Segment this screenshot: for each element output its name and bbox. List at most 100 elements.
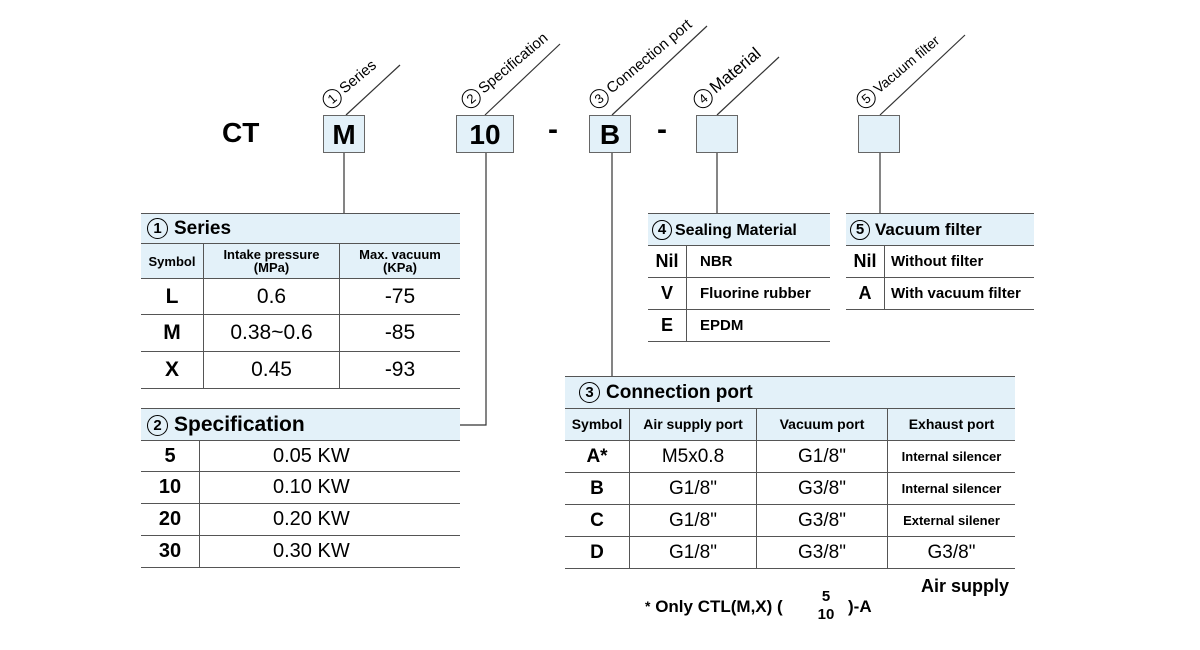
filter-row-symbol: A [846,277,885,310]
series-table-number: 1 [147,217,168,239]
spec-row-value: 0.05 KW [199,440,460,472]
series-row-vacuum: -85 [339,314,460,352]
series-col-vacuum: Max. vacuum (KPa) [339,243,460,279]
port-row-exhaust: Internal silencer [887,440,1015,473]
port-row-vacuum: G3/8" [756,472,888,505]
material-code-box [696,115,738,153]
spec-row: 5 0.05 KW [141,440,460,472]
label-port: 3Connection port [585,15,696,112]
port-table-number: 3 [579,381,600,403]
spec-row: 20 0.20 KW [141,503,460,536]
spec-table-number: 2 [147,414,168,436]
port-col-air: Air supply port [629,408,757,441]
spec-table-title-text: Specification [174,412,305,436]
spec-table-title: 2 Specification [141,408,460,441]
material-row-value: Fluorine rubber [686,277,830,310]
footnote-fraction-top: 5 [821,588,831,605]
port-row: A* M5x0.8 G1/8" Internal silencer [565,440,1015,473]
footnote-fraction-bottom: 10 [817,606,835,623]
series-row-symbol: X [141,351,204,389]
port-row-symbol: B [565,472,630,505]
material-table-number: 4 [652,219,672,240]
port-row-exhaust: External silener [887,504,1015,537]
material-row: Nil NBR [648,245,830,278]
label-series: 1Series [318,56,381,112]
port-row-exhaust: G3/8" [887,536,1015,569]
material-table-title-text: Sealing Material [675,221,797,239]
filter-row-symbol: Nil [846,245,885,278]
spec-row-symbol: 10 [141,471,200,504]
spec-row: 10 0.10 KW [141,471,460,504]
port-row-air: G1/8" [629,536,757,569]
port-row-air: M5x0.8 [629,440,757,473]
spec-table: 2 Specification 5 0.05 KW 10 0.10 KW 20 0… [141,408,460,568]
series-row-vacuum: -75 [339,278,460,315]
port-row-exhaust: Internal silencer [887,472,1015,505]
series-col-pressure: Intake pressure (MPa) [203,243,340,279]
label-filter-text: Vacuum filter [870,32,943,97]
spec-row-value: 0.30 KW [199,535,460,568]
port-row-symbol: A* [565,440,630,473]
port-table-title: 3 Connection port [565,376,1015,409]
series-row-pressure: 0.45 [203,351,340,389]
footnote-fraction: 5 10 [815,588,837,624]
port-row: B G1/8" G3/8" Internal silencer [565,472,1015,505]
series-row-pressure: 0.38~0.6 [203,314,340,352]
spec-row-symbol: 30 [141,535,200,568]
port-col-vacuum: Vacuum port [756,408,888,441]
port-row: C G1/8" G3/8" External silener [565,504,1015,537]
spec-code-box: 10 [456,115,514,153]
label-filter: 5Vacuum filter [852,31,944,112]
series-row-vacuum: -93 [339,351,460,389]
material-row-value: NBR [686,245,830,278]
series-row: X 0.45 -93 [141,351,460,389]
connector-spec [460,153,487,426]
label-material: 4Material [689,43,765,112]
port-table-title-text: Connection port [606,381,753,403]
label-spec: 2Specification [457,29,552,112]
spec-row: 30 0.30 KW [141,535,460,568]
series-col-symbol: Symbol [141,243,204,279]
series-row-symbol: L [141,278,204,315]
filter-row-value: Without filter [884,245,1034,278]
series-row: M 0.38~0.6 -85 [141,314,460,352]
port-row-symbol: C [565,504,630,537]
footnote: * Only CTL(M,X) ( [645,597,783,617]
code-prefix: CT [222,117,260,148]
spec-row-value: 0.20 KW [199,503,460,536]
footnote-text: Only CTL(M,X) ( [655,597,783,616]
series-row-symbol: M [141,314,204,352]
material-row-value: EPDM [686,309,830,342]
label-series-text: Series [336,56,380,98]
port-row: D G1/8" G3/8" G3/8" [565,536,1015,569]
code-dash-1: - [548,113,558,146]
filter-row: Nil Without filter [846,245,1034,278]
port-row-vacuum: G1/8" [756,440,888,473]
spec-row-symbol: 20 [141,503,200,536]
material-row-symbol: E [648,309,687,342]
port-col-symbol: Symbol [565,408,630,441]
filter-row: A With vacuum filter [846,277,1034,310]
port-row-vacuum: G3/8" [756,504,888,537]
port-row-vacuum: G3/8" [756,536,888,569]
label-material-text: Material [705,43,765,98]
series-row: L 0.6 -75 [141,278,460,315]
material-row: V Fluorine rubber [648,277,830,310]
port-code-box: B [589,115,631,153]
port-row-air: G1/8" [629,504,757,537]
footnote-star: * [645,598,651,614]
material-row-symbol: Nil [648,245,687,278]
filter-table-title-text: Vacuum filter [875,219,982,239]
port-row-symbol: D [565,536,630,569]
filter-code-box [858,115,900,153]
label-spec-text: Specification [475,29,552,98]
port-col-exhaust: Exhaust port [887,408,1015,441]
material-row: E EPDM [648,309,830,342]
spec-row-value: 0.10 KW [199,471,460,504]
